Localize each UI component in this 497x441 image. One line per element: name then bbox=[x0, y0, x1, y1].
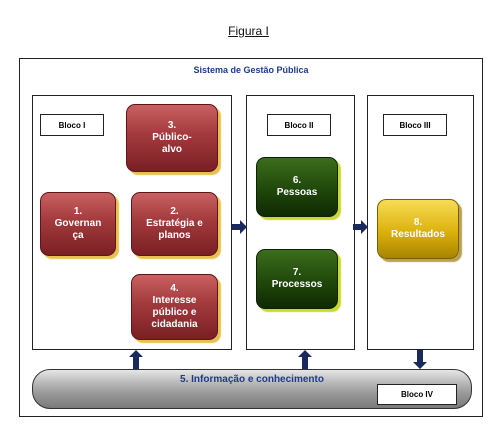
figure-caption: Figura I bbox=[228, 24, 269, 38]
bloco-2-label: Bloco II bbox=[267, 114, 331, 136]
box-resultados: 8.Resultados bbox=[377, 199, 459, 259]
system-title: Sistema de Gestão Pública bbox=[193, 65, 309, 75]
information-bar-label: 5. Informação e conhecimento bbox=[180, 374, 324, 385]
arrow-up-bloco1 bbox=[129, 350, 143, 369]
bloco-4-label: Bloco IV bbox=[377, 384, 457, 405]
box-processos: 7.Processos bbox=[256, 249, 338, 309]
box-pessoas: 6.Pessoas bbox=[256, 157, 338, 217]
arrow-bloco1-to-bloco2 bbox=[232, 220, 247, 234]
arrow-up-bloco2 bbox=[298, 350, 312, 369]
arrow-bloco2-to-bloco3 bbox=[353, 220, 368, 234]
bloco-3-label: Bloco III bbox=[383, 114, 447, 136]
bloco-1-label: Bloco I bbox=[40, 114, 104, 136]
box-publico-alvo: 3.Público-alvo bbox=[126, 104, 218, 172]
system-frame bbox=[19, 58, 483, 417]
arrow-down-bloco3 bbox=[413, 350, 427, 369]
